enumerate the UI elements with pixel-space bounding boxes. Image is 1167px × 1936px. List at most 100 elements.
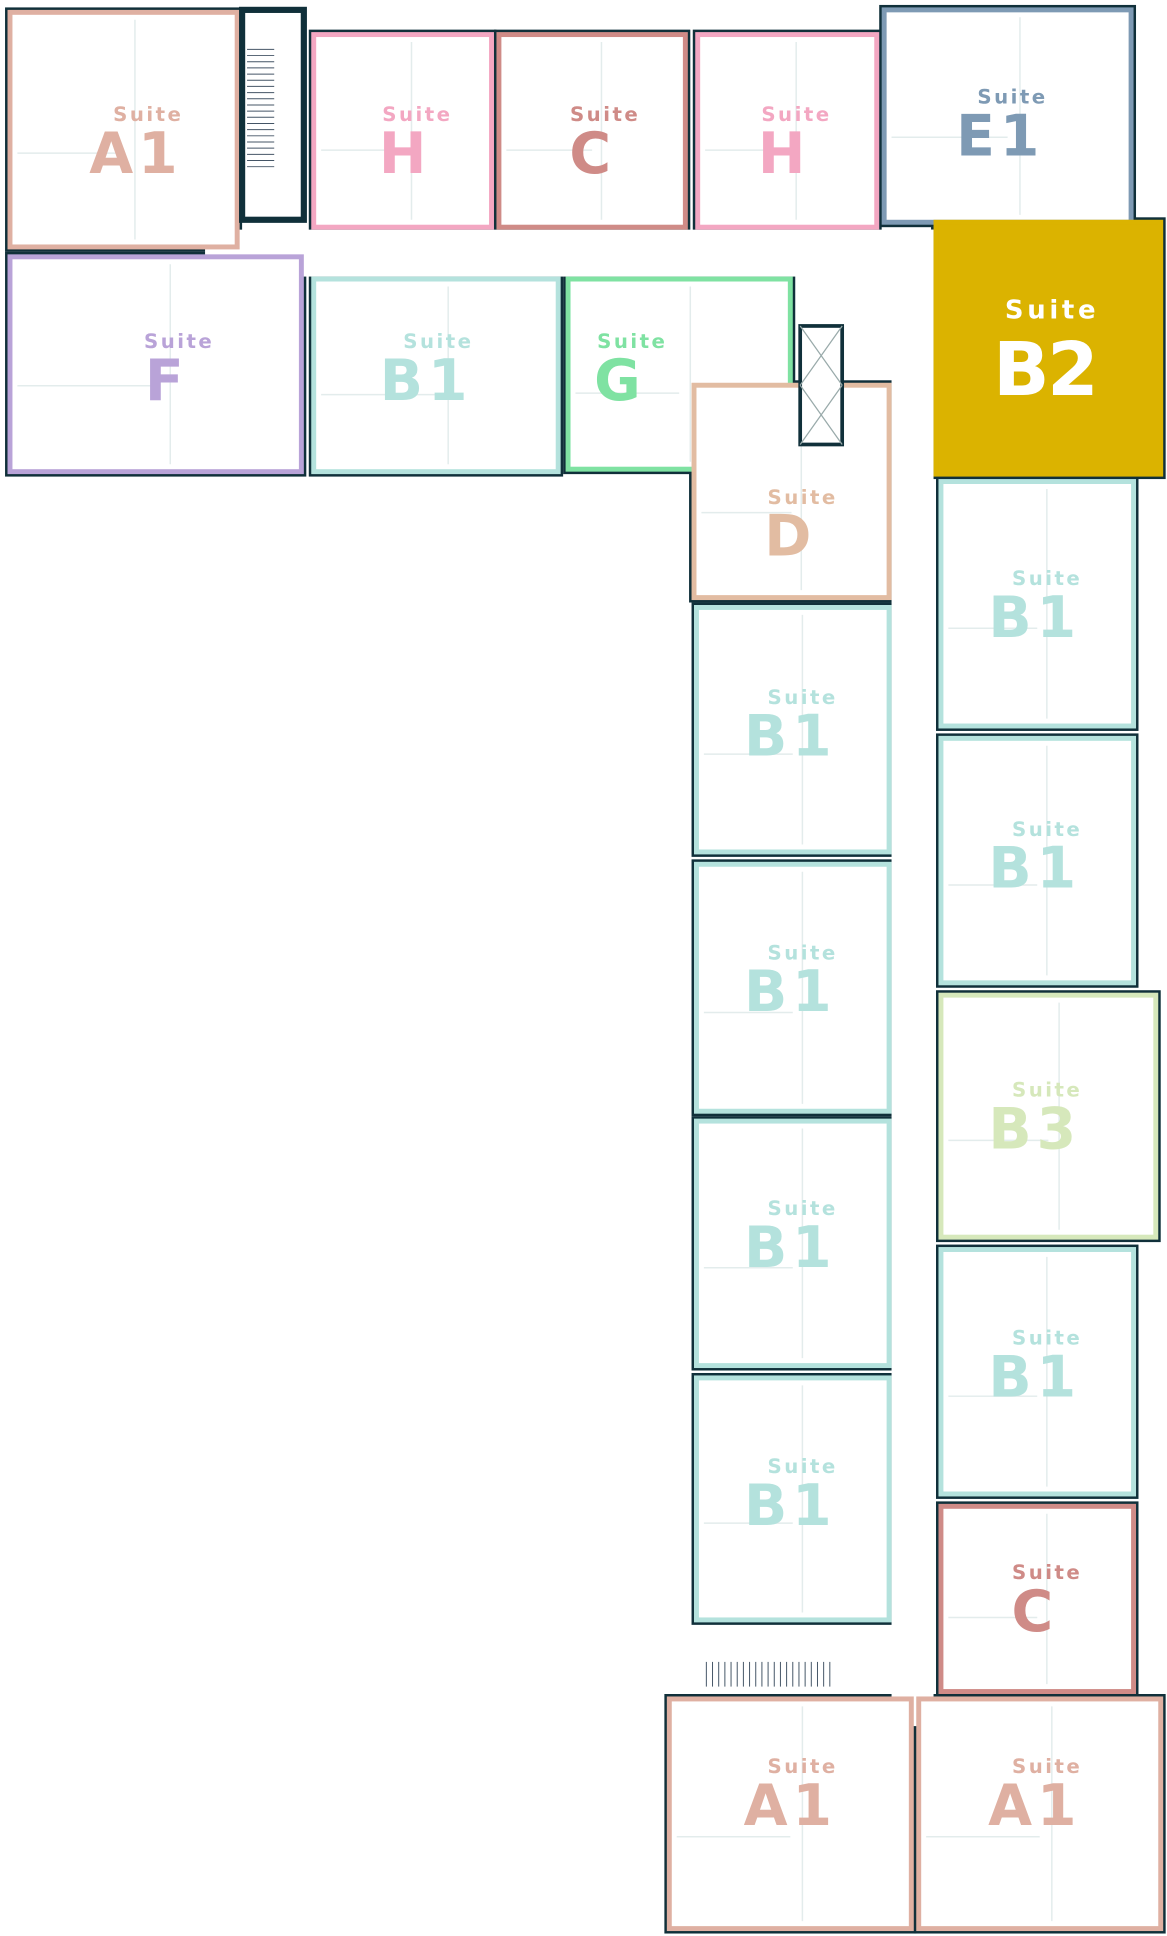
fixture-lines — [703, 871, 804, 1104]
suite-area[interactable] — [666, 1696, 914, 1932]
suite-word: Suite — [1012, 567, 1082, 590]
suite-code: B2 — [993, 327, 1096, 413]
suite-code: A1 — [744, 1773, 837, 1839]
suite-area[interactable] — [938, 735, 1137, 986]
suite-code: B3 — [988, 1096, 1081, 1162]
fixture-lines — [321, 286, 449, 465]
suite-word: Suite — [1005, 296, 1099, 326]
suite-code: A1 — [988, 1773, 1081, 1839]
suite-word: Suite — [768, 686, 838, 709]
suite-code: E1 — [956, 104, 1044, 170]
corridor-vertical — [891, 229, 934, 1727]
stairs-top — [239, 6, 307, 223]
suite-area[interactable] — [694, 1375, 892, 1623]
suite-code: G — [594, 348, 646, 414]
suite-area[interactable] — [695, 32, 880, 230]
suite-area[interactable] — [938, 1247, 1137, 1497]
suite-word: Suite — [1012, 1327, 1082, 1350]
suite-code: B1 — [988, 585, 1081, 651]
suite-code: B1 — [988, 836, 1081, 902]
suite-area[interactable] — [311, 32, 494, 230]
suite-code: B1 — [744, 1473, 837, 1539]
suite-area[interactable] — [7, 254, 304, 475]
fixture-lines — [17, 264, 171, 465]
fixture-lines — [506, 41, 603, 220]
suite-word: Suite — [1012, 1078, 1082, 1101]
corridors — [205, 229, 934, 1727]
suite-area[interactable] — [694, 605, 892, 855]
suite-word: Suite — [597, 330, 667, 353]
suite-area[interactable] — [916, 1696, 1164, 1932]
fixture-lines — [948, 488, 1048, 719]
suite-area[interactable] — [311, 276, 561, 475]
fixture-lines — [575, 286, 692, 462]
suite-area[interactable] — [933, 219, 1164, 477]
suite-area[interactable] — [496, 32, 688, 230]
suite-code: B1 — [744, 959, 837, 1025]
fixture-lines — [948, 1002, 1060, 1230]
suite-word: Suite — [761, 103, 831, 126]
fixture-lines — [948, 745, 1048, 976]
fixture-lines — [321, 41, 413, 220]
suites: SuiteA1SuiteHSuiteCSuiteHSuiteE1SuiteFSu… — [7, 7, 1164, 1932]
suite-code: F — [145, 348, 189, 414]
fixture-lines — [705, 41, 797, 220]
suite-code: C — [1011, 1579, 1058, 1645]
suite-area[interactable] — [694, 861, 892, 1114]
fixture-lines — [703, 1128, 804, 1359]
suite-word: Suite — [768, 1197, 838, 1220]
elevator — [798, 324, 845, 447]
suite-code: B1 — [744, 704, 837, 770]
suite-area[interactable] — [7, 9, 240, 250]
corridor-horizontal — [205, 229, 934, 277]
fixture-lines — [891, 17, 1021, 215]
suite-area[interactable] — [938, 992, 1159, 1240]
suite-area[interactable] — [691, 382, 892, 601]
fixture-lines — [703, 614, 804, 845]
suite-code: D — [764, 504, 816, 570]
suite-area[interactable] — [938, 479, 1137, 729]
suite-word: Suite — [1012, 1561, 1082, 1584]
suite-code: C — [569, 121, 616, 187]
suite-word: Suite — [403, 330, 473, 353]
suite-word: Suite — [977, 86, 1047, 109]
fixture-lines — [703, 1385, 804, 1613]
stairs-bottom — [705, 1661, 831, 1687]
suite-area[interactable] — [881, 7, 1134, 225]
suite-word: Suite — [382, 103, 452, 126]
suite-word: Suite — [570, 103, 640, 126]
suite-area[interactable] — [938, 1503, 1137, 1694]
suite-word: Suite — [144, 330, 214, 353]
suite-code: H — [379, 121, 431, 187]
suite-word: Suite — [768, 1455, 838, 1478]
fixture-lines — [926, 1706, 1053, 1922]
fixture-lines — [676, 1706, 804, 1922]
fixture-lines — [948, 1513, 1048, 1685]
suite-area[interactable] — [694, 1118, 892, 1369]
suite-code: B1 — [380, 348, 473, 414]
suite-code: B1 — [744, 1215, 837, 1281]
fixture-lines — [17, 19, 136, 240]
